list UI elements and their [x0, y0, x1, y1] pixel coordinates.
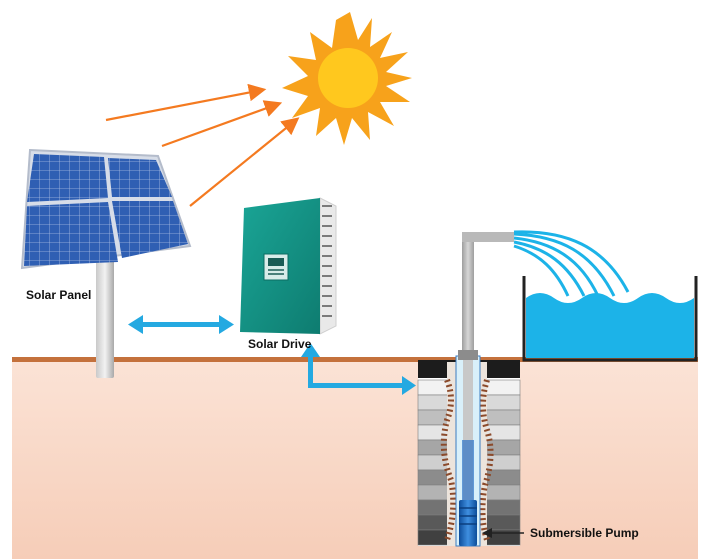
- water-spray: [513, 230, 630, 297]
- sun-icon: [282, 12, 412, 145]
- sun-ray-arrow: [105, 83, 267, 122]
- submersible-pump-icon: [459, 440, 477, 546]
- sun-ray-arrows: [105, 83, 300, 207]
- solar-drive-label: Solar Drive: [248, 337, 312, 351]
- water-tank-icon: [522, 276, 698, 362]
- sun-ray-arrow: [161, 100, 283, 148]
- solar-panel-icon: [20, 148, 192, 378]
- solar-panel-label: Solar Panel: [26, 288, 92, 302]
- sun-ray-arrow: [189, 117, 300, 207]
- solar-drive-icon: [240, 197, 337, 335]
- pump-pointer-arrow: [482, 528, 524, 538]
- power-flow-arrow: [128, 315, 234, 334]
- ground: [12, 357, 698, 559]
- submersible-pump-label: Submersible Pump: [530, 526, 639, 540]
- drive-to-pump-arrow: [301, 343, 416, 395]
